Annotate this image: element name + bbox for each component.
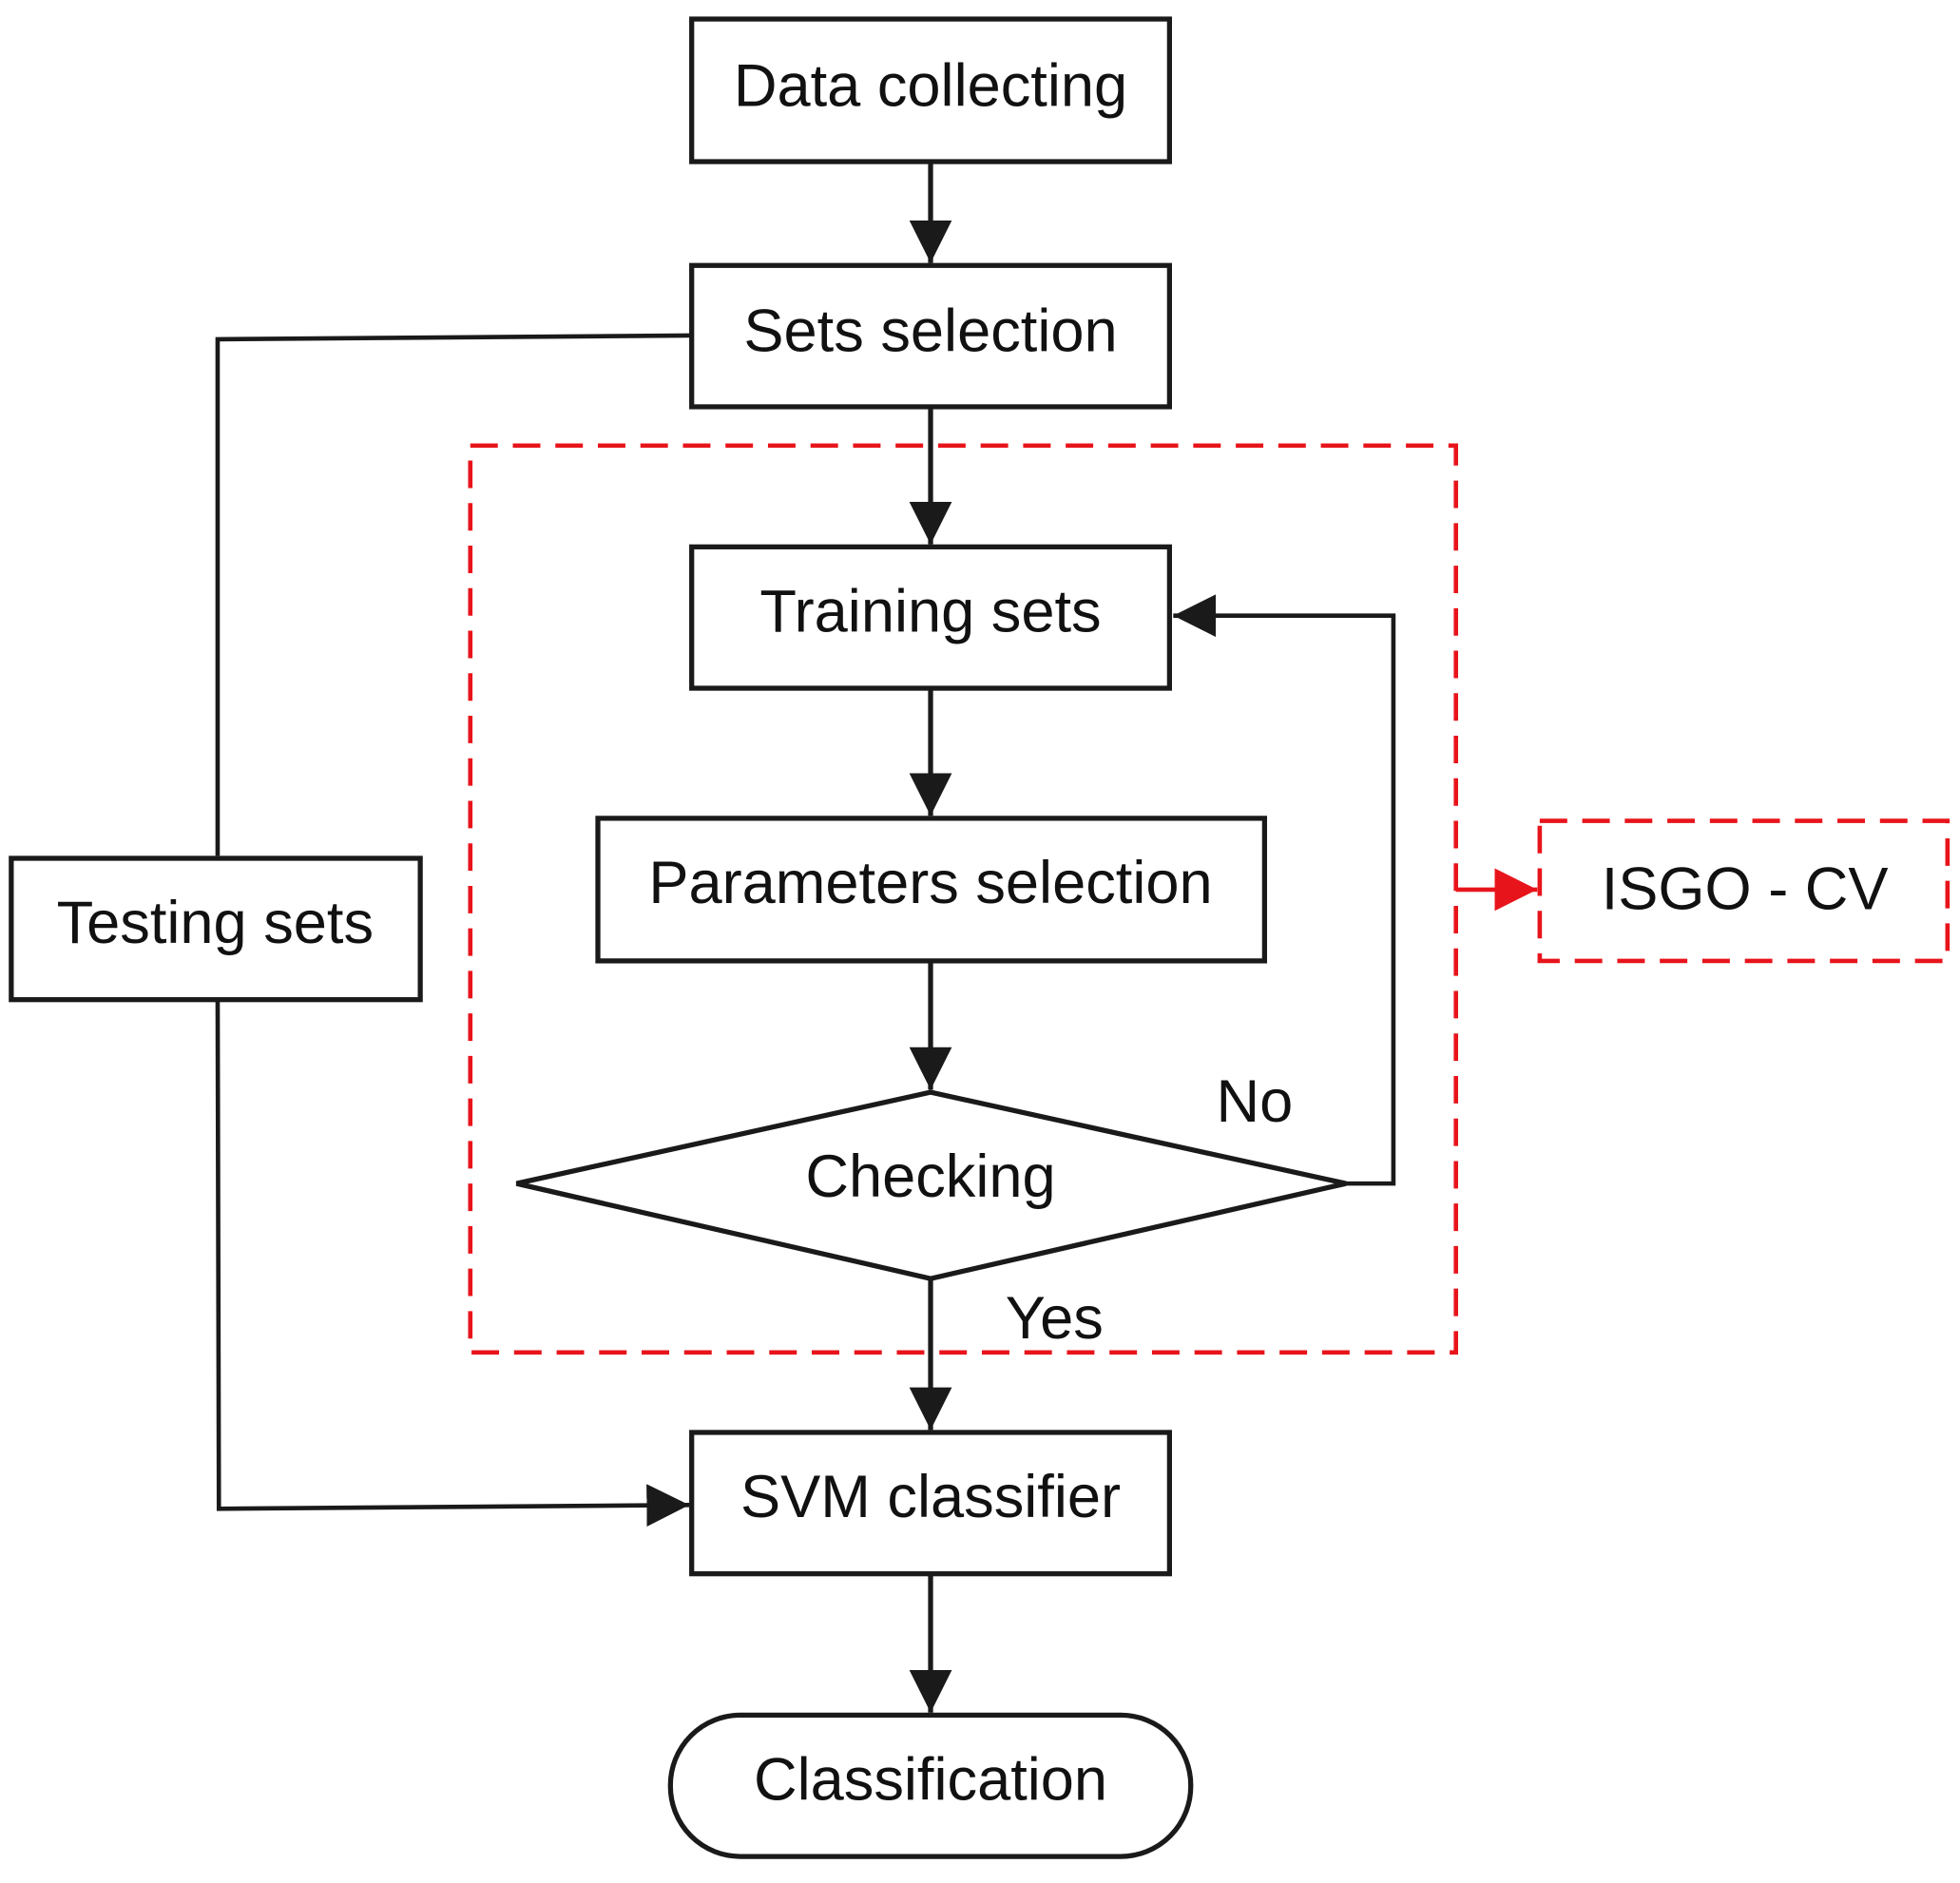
node-sets-selection-label: Sets selection: [743, 298, 1117, 365]
node-svm-classifier: SVM classifier: [689, 1430, 1172, 1577]
node-sets-selection: Sets selection: [689, 262, 1172, 410]
optimization-region: [468, 443, 1458, 1355]
node-testing-sets-label: Testing sets: [57, 890, 374, 956]
node-data-collecting-label: Data collecting: [734, 53, 1127, 120]
node-parameters-selection-label: Parameters selection: [648, 850, 1212, 916]
isgo-cv-box: [1537, 818, 1950, 964]
node-checking: Checking: [515, 1089, 1347, 1281]
node-training-sets: Training sets: [689, 544, 1172, 691]
arrow-testing-to-svm: [215, 1000, 690, 1528]
edge-label-no: No: [1216, 1068, 1293, 1135]
node-data-collecting: Data collecting: [689, 16, 1172, 164]
line-sets-to-testing: [215, 333, 692, 856]
edge-label-yes: Yes: [1006, 1285, 1104, 1352]
node-testing-sets: Testing sets: [9, 855, 423, 1003]
node-svm-classifier-label: SVM classifier: [740, 1464, 1121, 1530]
arrow-no-loop: [1173, 594, 1396, 1186]
node-training-sets-label: Training sets: [759, 578, 1101, 644]
isgo-cv-label: ISGO - CV: [1602, 856, 1889, 923]
node-parameters-selection: Parameters selection: [595, 816, 1267, 964]
node-checking-label: Checking: [805, 1143, 1055, 1210]
node-classification-label: Classification: [754, 1746, 1107, 1813]
node-classification: Classification: [667, 1712, 1194, 1859]
